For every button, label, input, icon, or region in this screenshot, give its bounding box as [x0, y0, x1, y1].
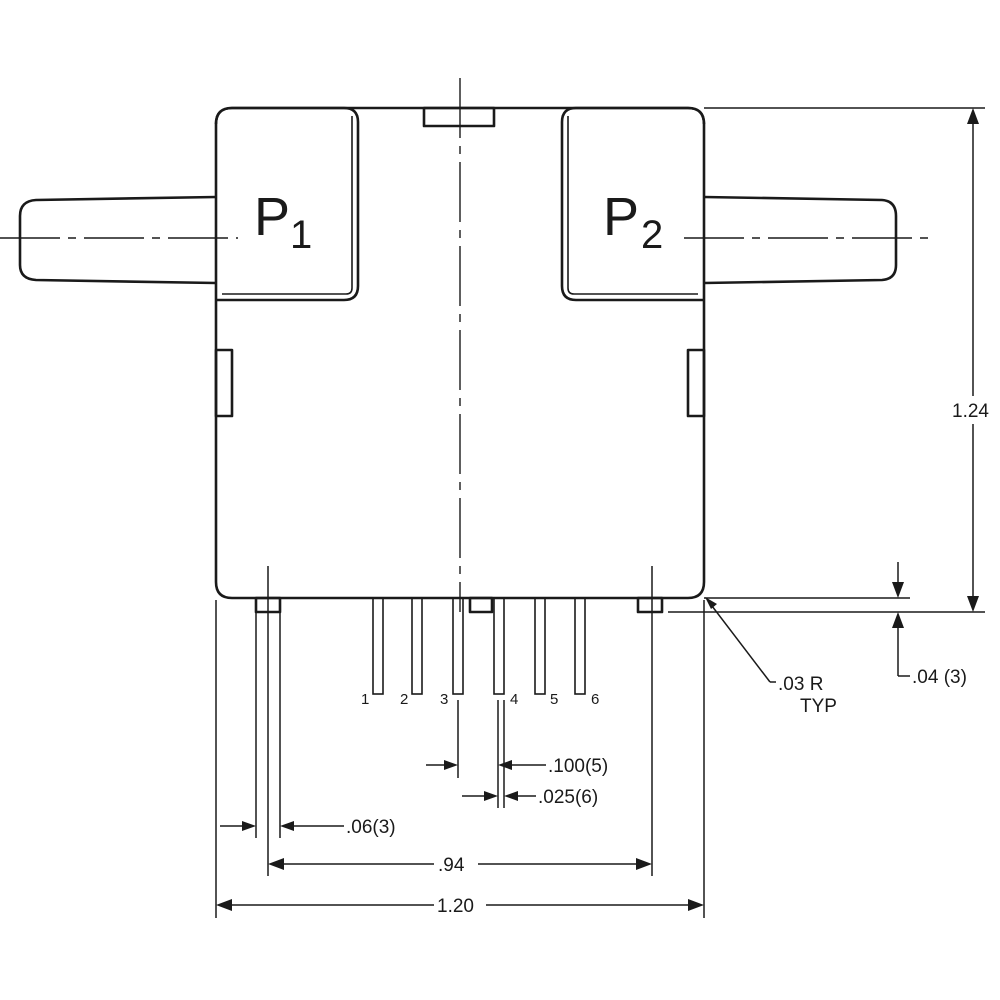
port-tube-right — [703, 195, 898, 285]
standoff-dimension: .04 (3) — [892, 562, 967, 688]
height-dimension: 1.24 — [952, 108, 989, 612]
overall-width-dimension: 1.20 — [216, 896, 704, 917]
pins — [372, 597, 586, 695]
extension-lines — [215, 107, 985, 918]
overall-width-label: 1.20 — [437, 896, 474, 917]
corner-radius-callout: .03 R TYP — [705, 597, 837, 717]
pin-labels: 1 2 3 4 5 6 — [361, 691, 599, 708]
lead-width-dimension: .06(3) — [220, 817, 396, 838]
svg-text:2: 2 — [641, 213, 663, 257]
pin-width-label: .025(6) — [538, 787, 598, 808]
height-label: 1.24 — [952, 401, 989, 422]
centerlines — [0, 78, 930, 612]
pin-3 — [452, 597, 464, 695]
port-label-p1: P 1 — [254, 187, 312, 257]
pin-1 — [372, 597, 384, 695]
pin-2 — [411, 597, 423, 695]
pin-4 — [493, 597, 505, 695]
svg-text:P: P — [603, 187, 639, 247]
svg-text:1: 1 — [290, 213, 312, 257]
svg-text:P: P — [254, 187, 290, 247]
pin-label: 4 — [510, 691, 518, 708]
pin-6 — [574, 597, 586, 695]
lead-span-dimension: .94 — [268, 855, 652, 876]
lead-width-label: .06(3) — [346, 817, 396, 838]
pin-pitch-dimension: .100(5) — [426, 756, 608, 777]
pin-label: 2 — [400, 691, 408, 708]
pin-label: 5 — [550, 691, 558, 708]
port-label-p2: P 2 — [603, 187, 663, 257]
corner-radius-label: .03 R — [778, 674, 823, 695]
pin-label: 1 — [361, 691, 369, 708]
pin-width-dimension: .025(6) — [462, 787, 598, 808]
lead-span-label: .94 — [438, 855, 465, 876]
pin-label: 6 — [591, 691, 599, 708]
pin-label: 3 — [440, 691, 448, 708]
corner-radius-note: TYP — [800, 696, 837, 717]
pin-5 — [534, 597, 546, 695]
port-tube-left — [18, 195, 217, 285]
standoff-label: .04 (3) — [912, 667, 967, 688]
pin-pitch-label: .100(5) — [548, 756, 608, 777]
sensor-body — [214, 106, 706, 614]
